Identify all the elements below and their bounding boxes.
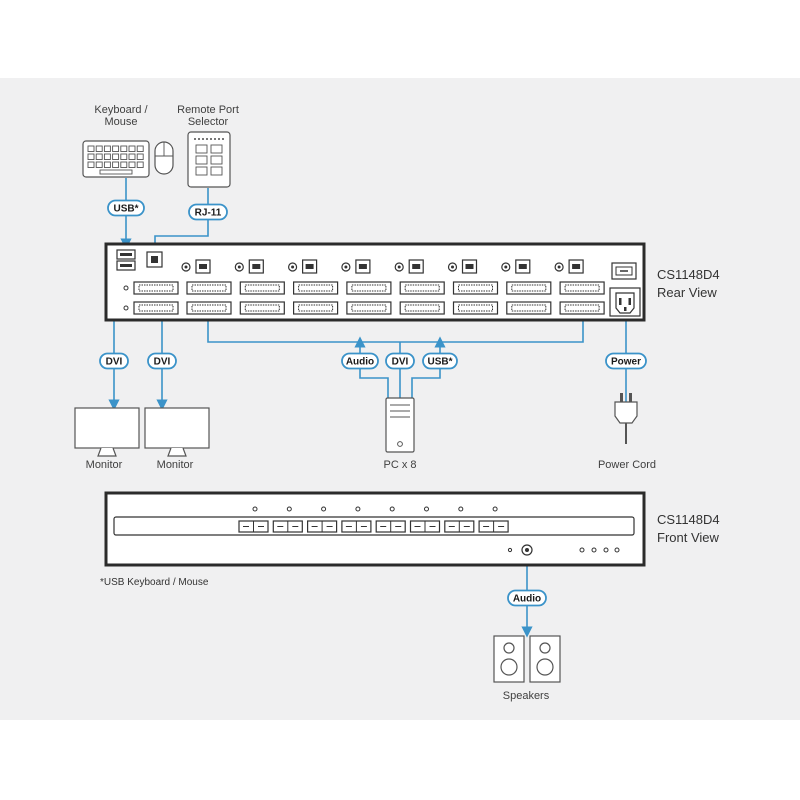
port-button[interactable]	[341, 506, 372, 533]
monitor-icon	[74, 407, 140, 457]
status-leds	[579, 547, 620, 553]
power-plug-icon	[614, 393, 638, 444]
console-usb-ports	[116, 249, 136, 271]
power-cord-label: Power Cord	[598, 459, 656, 471]
dvi-port	[186, 281, 232, 295]
monitor-icon	[144, 407, 210, 457]
dvi-port	[506, 301, 552, 315]
badge-label: RJ-11	[195, 208, 222, 219]
badge-label: Power	[611, 357, 641, 368]
port-button[interactable]	[478, 506, 509, 533]
dvi-port	[452, 281, 499, 295]
pc-label: PC x 8	[383, 459, 416, 471]
dvi-port	[506, 281, 552, 295]
dvi-port	[399, 281, 445, 295]
footnote: *USB Keyboard / Mouse	[100, 577, 209, 588]
pc-bus-line	[207, 318, 584, 343]
connection-badges: USB* RJ-11 DVI DVI Audio DVI USB* Power …	[99, 199, 647, 607]
audio-jack	[507, 544, 533, 556]
pc-usb-port	[501, 259, 531, 274]
pc-usb-port	[288, 259, 318, 274]
power-switch	[611, 262, 637, 280]
port-selection-buttons	[238, 506, 509, 533]
dvi-port	[133, 281, 179, 295]
pc-usb-port	[554, 259, 584, 274]
power-socket	[609, 287, 641, 317]
port-button[interactable]	[444, 506, 475, 533]
keyboard-icon	[82, 140, 150, 178]
pc-usb-port	[341, 259, 371, 274]
dvi-port	[399, 301, 445, 315]
monitor-1-label: Monitor	[86, 459, 123, 471]
port-button[interactable]	[272, 506, 303, 533]
badge-dvi-pc: DVI	[385, 352, 415, 370]
pc-usb-port	[181, 259, 211, 274]
speakers-label: Speakers	[503, 690, 550, 702]
badge-label: USB*	[427, 357, 452, 368]
keyboard-mouse-label: Keyboard /Mouse	[94, 104, 148, 128]
badge-label: USB*	[113, 204, 138, 215]
badge-label: DVI	[392, 357, 409, 368]
pc-tower-icon	[385, 397, 415, 453]
rj11-port	[146, 251, 163, 268]
remote-selector-icon	[187, 131, 231, 188]
badge-label: Audio	[513, 594, 541, 605]
port-button[interactable]	[375, 506, 406, 533]
port-button[interactable]	[307, 506, 338, 533]
dvi-port	[239, 301, 285, 315]
pc-usb-port	[447, 259, 478, 274]
badge-power: Power	[605, 352, 647, 370]
badge-usb-pc: USB*	[422, 352, 458, 370]
dvi-port	[293, 281, 339, 295]
speakers-icon	[493, 635, 561, 683]
pc-usb-port	[394, 259, 424, 274]
monitor-2-label: Monitor	[157, 459, 194, 471]
dvi-port	[293, 301, 339, 315]
dvi-port	[186, 301, 232, 315]
badge-dvi-monitor-1: DVI	[99, 352, 129, 370]
mouse-icon	[154, 141, 174, 175]
pc-port-groups	[133, 259, 605, 315]
badge-audio-pc: Audio	[341, 352, 379, 370]
port-button[interactable]	[409, 506, 441, 533]
badge-audio-speakers: Audio	[507, 589, 547, 607]
dvi-port	[133, 301, 179, 315]
dvi-port	[239, 281, 285, 295]
badge-label: DVI	[154, 357, 171, 368]
port-button[interactable]	[238, 506, 269, 533]
front-panel	[104, 491, 646, 567]
badge-dvi-monitor-2: DVI	[147, 352, 177, 370]
dvi-port	[452, 301, 499, 315]
pc-usb-line	[411, 336, 446, 398]
dvi-port	[559, 301, 605, 315]
rear-panel	[104, 242, 646, 322]
badge-label: Audio	[346, 357, 374, 368]
badge-usb-kbm: USB*	[107, 199, 145, 217]
dvi-port	[346, 281, 392, 295]
pc-audio-line	[354, 336, 389, 398]
pc-usb-port	[234, 259, 264, 274]
badge-rj11: RJ-11	[188, 203, 228, 221]
badge-label: DVI	[106, 357, 123, 368]
dvi-port	[346, 301, 392, 315]
dvi-port	[559, 281, 605, 295]
